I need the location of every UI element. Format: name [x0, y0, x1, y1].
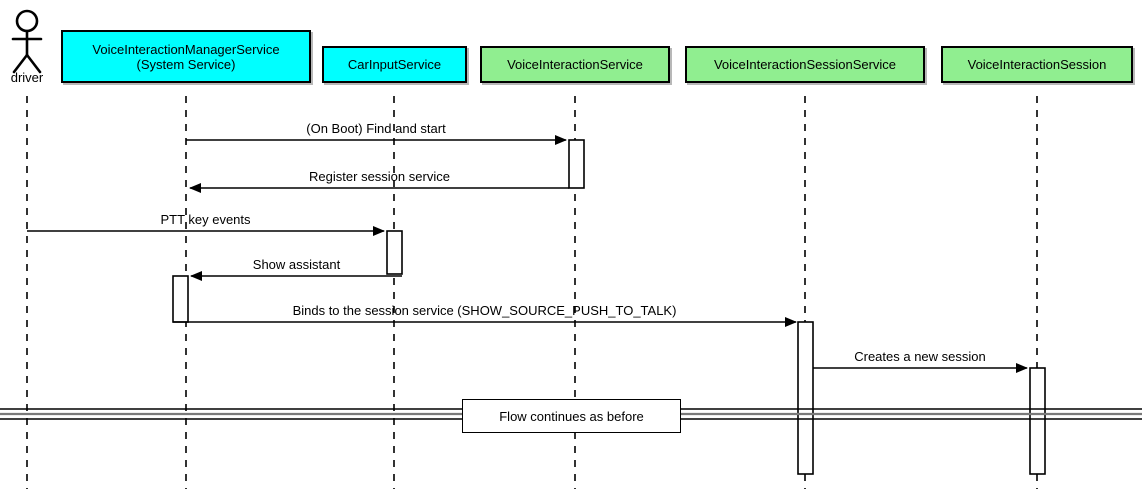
flow-continues-note-label: Flow continues as before — [499, 408, 644, 424]
message-label-m1: (On Boot) Find and start — [306, 121, 446, 136]
actor-driver-icon — [11, 9, 43, 74]
activation-vsess-new — [1029, 367, 1046, 475]
participant-label-cis: CarInputService — [347, 57, 442, 72]
message-label-m2: Register session service — [309, 169, 450, 184]
activation-bars — [172, 139, 1046, 475]
participant-box-vims[interactable]: VoiceInteractionManagerService (System S… — [61, 30, 311, 83]
actor-label-driver: driver — [10, 70, 44, 85]
participant-box-vsess[interactable]: VoiceInteractionSession — [941, 46, 1133, 83]
activation-cis-ptt — [386, 230, 403, 275]
message-label-m6: Creates a new session — [854, 349, 986, 364]
activation-viss-bind — [797, 321, 814, 475]
message-label-m5: Binds to the session service (SHOW_SOURC… — [292, 303, 677, 318]
participant-box-vis[interactable]: VoiceInteractionService — [480, 46, 670, 83]
participant-label-vims-line2: (System Service) — [136, 56, 236, 72]
participant-box-viss[interactable]: VoiceInteractionSessionService — [685, 46, 925, 83]
participant-label-viss: VoiceInteractionSessionService — [713, 57, 897, 72]
participant-label-vims-line1: VoiceInteractionManagerService — [92, 41, 280, 57]
participant-label-vsess: VoiceInteractionSession — [967, 57, 1107, 72]
message-label-m3: PTT key events — [160, 212, 251, 227]
participant-label-vis: VoiceInteractionService — [507, 57, 643, 72]
activation-vis-boot — [568, 139, 585, 189]
message-label-m4: Show assistant — [252, 257, 341, 272]
flow-continues-note: Flow continues as before — [462, 399, 681, 433]
participant-box-cis[interactable]: CarInputService — [322, 46, 467, 83]
